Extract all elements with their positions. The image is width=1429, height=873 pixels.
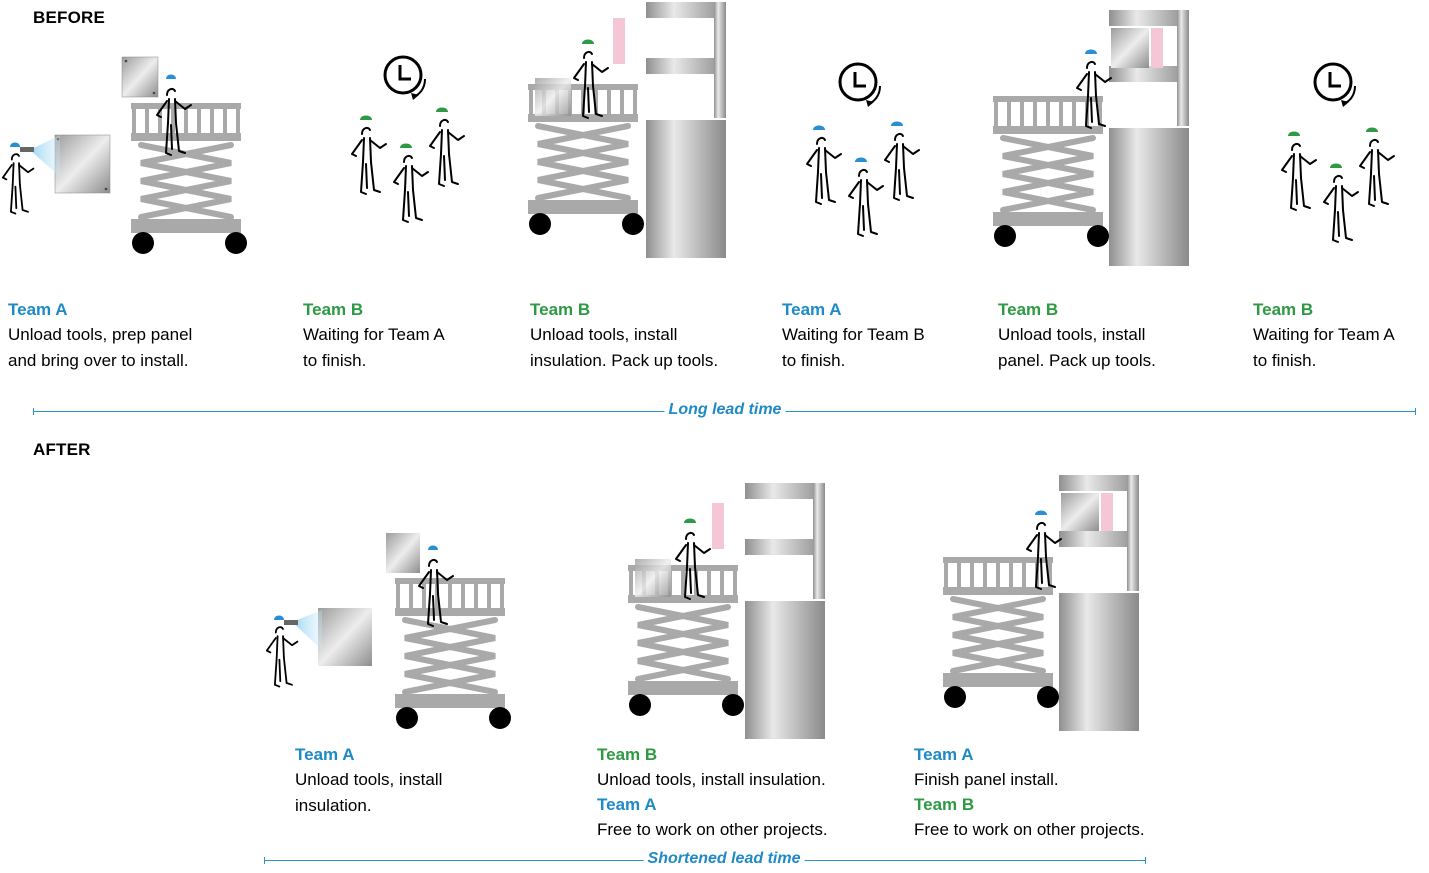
long-lead-time-bar: Long lead time bbox=[33, 401, 1416, 419]
step-description: Unload tools, install bbox=[530, 325, 678, 344]
lead-tick-start bbox=[264, 857, 265, 864]
team-label: Team A bbox=[597, 795, 657, 814]
after-step-3-illustration bbox=[935, 475, 1139, 731]
team-label: Team B bbox=[303, 300, 364, 319]
lead-tick-end bbox=[1415, 408, 1416, 415]
team-label: Team A bbox=[8, 300, 68, 319]
before-step-6-caption: Team B Waiting for Team A to finish. bbox=[1253, 298, 1395, 374]
team-label: Team B bbox=[530, 300, 591, 319]
long-lead-time-label: Long lead time bbox=[664, 401, 786, 419]
step-description: insulation. Pack up tools. bbox=[530, 351, 719, 370]
team-label: Team A bbox=[914, 745, 974, 764]
team-label: Team A bbox=[295, 745, 355, 764]
before-step-4-caption: Team A Waiting for Team B to finish. bbox=[782, 298, 925, 374]
before-step-4-illustration bbox=[806, 62, 920, 237]
before-step-3-caption: Team B Unload tools, install insulation.… bbox=[530, 298, 718, 374]
team-label: Team B bbox=[597, 745, 658, 764]
step-description: Waiting for Team A bbox=[1253, 325, 1395, 344]
before-step-3-illustration bbox=[520, 2, 726, 258]
step-description: Free to work on other projects. bbox=[597, 820, 828, 839]
before-step-1-illustration bbox=[1, 56, 260, 265]
step-description: to finish. bbox=[1253, 351, 1317, 370]
step-description: and bring over to install. bbox=[8, 351, 189, 370]
team-label: Team A bbox=[782, 300, 842, 319]
step-description: Waiting for Team B bbox=[782, 325, 925, 344]
shortened-lead-time-bar: Shortened lead time bbox=[264, 850, 1146, 868]
step-description: insulation. bbox=[295, 796, 372, 815]
lead-tick-end bbox=[1145, 857, 1146, 864]
shortened-lead-time-label: Shortened lead time bbox=[643, 850, 805, 868]
after-step-2-caption: Team B Unload tools, install insulation.… bbox=[597, 743, 828, 843]
after-section-title: AFTER bbox=[33, 440, 91, 459]
before-step-6-illustration bbox=[1281, 62, 1395, 243]
step-description: Unload tools, install bbox=[295, 770, 443, 789]
before-step-2-illustration bbox=[351, 55, 465, 223]
before-step-5-illustration bbox=[985, 10, 1189, 266]
after-step-1-illustration bbox=[265, 533, 522, 730]
after-step-3-caption: Team A Finish panel install. Team B Free… bbox=[914, 743, 1145, 843]
before-step-1-caption: Team A Unload tools, prep panel and brin… bbox=[8, 298, 192, 374]
step-description: panel. Pack up tools. bbox=[998, 351, 1156, 370]
step-description: Free to work on other projects. bbox=[914, 820, 1145, 839]
step-description: Finish panel install. bbox=[914, 770, 1059, 789]
after-step-1-caption: Team A Unload tools, install insulation. bbox=[295, 743, 442, 819]
team-label: Team B bbox=[998, 300, 1059, 319]
before-step-5-caption: Team B Unload tools, install panel. Pack… bbox=[998, 298, 1156, 374]
before-step-2-caption: Team B Waiting for Team A to finish. bbox=[303, 298, 445, 374]
team-label: Team B bbox=[914, 795, 975, 814]
step-description: to finish. bbox=[782, 351, 846, 370]
step-description: Unload tools, install bbox=[998, 325, 1146, 344]
lead-tick-start bbox=[33, 408, 34, 415]
step-description: Unload tools, install insulation. bbox=[597, 770, 826, 789]
team-label: Team B bbox=[1253, 300, 1314, 319]
after-step-2-illustration bbox=[620, 483, 825, 739]
before-section-title: BEFORE bbox=[33, 8, 106, 27]
step-description: Unload tools, prep panel bbox=[8, 325, 193, 344]
step-description: to finish. bbox=[303, 351, 367, 370]
step-description: Waiting for Team A bbox=[303, 325, 445, 344]
